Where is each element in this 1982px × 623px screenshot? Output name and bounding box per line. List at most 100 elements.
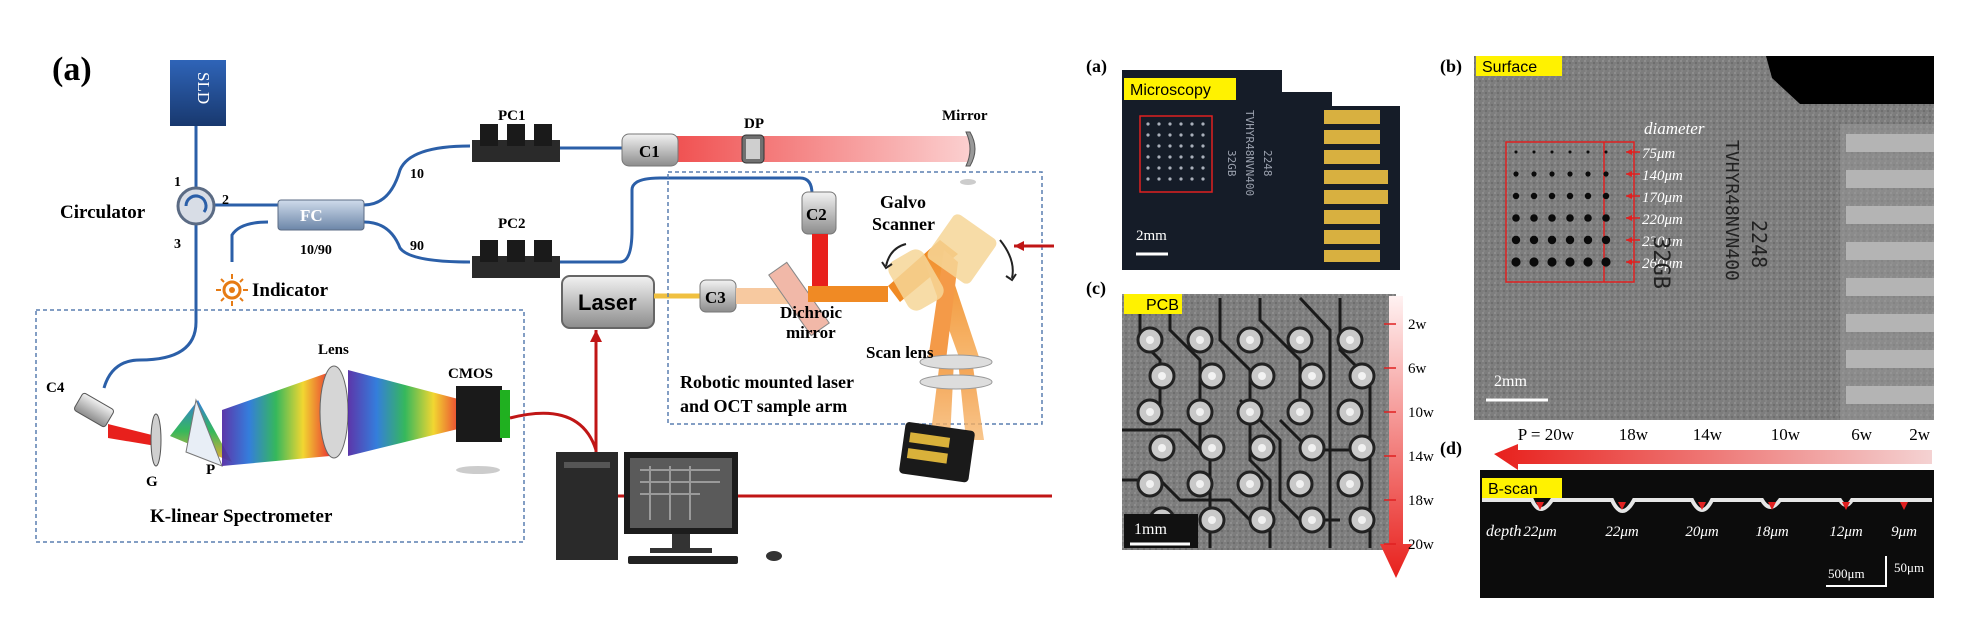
pcb-pad-center bbox=[1308, 372, 1316, 380]
micro-dot bbox=[1190, 177, 1194, 181]
indicator: Indicator bbox=[216, 274, 329, 306]
surface-dot bbox=[1547, 235, 1557, 245]
micro-dot bbox=[1179, 144, 1183, 148]
p-label: P bbox=[206, 462, 215, 478]
diameter-pointer-head bbox=[1626, 237, 1632, 243]
surface-dot bbox=[1529, 257, 1539, 267]
sd-card-sample bbox=[899, 422, 975, 483]
depth-marker bbox=[1900, 502, 1908, 510]
pcb-pads bbox=[1136, 326, 1376, 534]
pcb-tag: PCB bbox=[1146, 297, 1179, 314]
diameter-label: 170μm bbox=[1642, 190, 1683, 206]
pc1-label: PC1 bbox=[498, 108, 526, 124]
dichroic-line2: mirror bbox=[786, 323, 836, 342]
surface-dot bbox=[1548, 214, 1556, 222]
diameter-pointer-head bbox=[1626, 171, 1632, 177]
micro-dot bbox=[1157, 177, 1161, 181]
port-3: 3 bbox=[174, 237, 181, 252]
micro-dot bbox=[1190, 122, 1194, 126]
pcb-tick-label: 2w bbox=[1408, 317, 1427, 333]
port-2: 2 bbox=[222, 193, 229, 208]
diameter-label: 260μm bbox=[1642, 256, 1683, 272]
scan-lens-label: Scan lens bbox=[866, 343, 934, 362]
diameter-pointer-head bbox=[1626, 215, 1632, 221]
depth-label: 22μm bbox=[1523, 524, 1557, 540]
micro-dot bbox=[1190, 144, 1194, 148]
mirror-label: Mirror bbox=[942, 108, 988, 124]
pc1: PC1 bbox=[472, 108, 560, 162]
pcb-pad-center bbox=[1296, 336, 1304, 344]
microscopy-panel: (a) 2248 TVHYR48NVN400 32GB Microscopy 2… bbox=[1086, 56, 1400, 270]
sample-arm-box bbox=[667, 171, 1043, 425]
diameter-label: 220μm bbox=[1642, 212, 1683, 228]
surface-dot bbox=[1603, 171, 1609, 177]
micro-dot bbox=[1201, 166, 1205, 170]
pcb-tick-label: 6w bbox=[1408, 361, 1427, 377]
arm-90-label: 90 bbox=[410, 239, 424, 254]
diameter-label: 140μm bbox=[1642, 168, 1683, 184]
pcb-pad-center bbox=[1158, 444, 1166, 452]
surface-dot bbox=[1602, 214, 1610, 222]
surface-scale-text: 2mm bbox=[1494, 373, 1527, 390]
micro-dot bbox=[1168, 155, 1172, 159]
pcb-pad-center bbox=[1258, 444, 1266, 452]
surface-dot bbox=[1530, 214, 1538, 222]
surface-dot bbox=[1511, 235, 1521, 245]
bscan-scale-y: 50μm bbox=[1894, 560, 1924, 575]
micro-dot bbox=[1146, 177, 1150, 181]
surface-dot bbox=[1583, 235, 1593, 245]
micro-chip-text3: 32GB bbox=[1225, 150, 1238, 177]
dichroic-label: Dichroic mirror bbox=[780, 303, 846, 342]
galvo-line2: Scanner bbox=[872, 214, 935, 234]
robot-line1: Robotic mounted laser bbox=[680, 372, 854, 392]
pcb-pad-center bbox=[1208, 444, 1216, 452]
pcb-scale-text: 1mm bbox=[1134, 521, 1167, 538]
surface-dot bbox=[1547, 257, 1557, 267]
surface-dot bbox=[1529, 235, 1539, 245]
surface-dot bbox=[1549, 171, 1555, 177]
micro-dot bbox=[1190, 133, 1194, 137]
panel-a-label: (a) bbox=[52, 51, 92, 88]
surface-label: (b) bbox=[1440, 56, 1462, 77]
fiber-paths bbox=[102, 126, 814, 389]
micro-dot bbox=[1179, 166, 1183, 170]
micro-dot bbox=[1179, 122, 1183, 126]
depth-marker bbox=[1842, 502, 1850, 510]
c3-label: C3 bbox=[705, 288, 726, 307]
micro-dot bbox=[1157, 133, 1161, 137]
pcb-pad-center bbox=[1146, 336, 1154, 344]
micro-dot bbox=[1146, 133, 1150, 137]
galvo-label: Galvo Scanner bbox=[872, 192, 935, 234]
lens-label: Lens bbox=[318, 342, 349, 358]
micro-roi bbox=[1139, 115, 1213, 193]
surface-dot bbox=[1604, 150, 1608, 154]
micro-dot bbox=[1157, 144, 1161, 148]
micro-dot bbox=[1146, 122, 1150, 126]
surface-chip-text3: 32GB bbox=[1648, 236, 1673, 289]
pcb-pad-center bbox=[1258, 372, 1266, 380]
pcb-pad-center bbox=[1196, 336, 1204, 344]
pc2-label: PC2 bbox=[498, 216, 526, 232]
micro-dot bbox=[1201, 177, 1205, 181]
micro-dot bbox=[1157, 122, 1161, 126]
surface-dot bbox=[1566, 214, 1574, 222]
c1-label: C1 bbox=[639, 142, 660, 161]
surface-dot bbox=[1550, 150, 1554, 154]
diameter-pointer-head bbox=[1626, 193, 1632, 199]
power-label: 6w bbox=[1851, 425, 1873, 444]
surface-dot bbox=[1568, 150, 1572, 154]
micro-dot bbox=[1146, 155, 1150, 159]
pcb-pad-center bbox=[1208, 372, 1216, 380]
surface-tag: Surface bbox=[1482, 59, 1537, 76]
port-1: 1 bbox=[174, 175, 181, 190]
micro-scale-text: 2mm bbox=[1136, 228, 1167, 244]
micro-dot bbox=[1179, 155, 1183, 159]
surface-dot bbox=[1584, 192, 1592, 200]
depth-marker bbox=[1536, 502, 1544, 510]
surface-roi bbox=[1505, 141, 1635, 283]
micro-label: (a) bbox=[1086, 56, 1107, 77]
micro-dot bbox=[1179, 177, 1183, 181]
micro-dot bbox=[1190, 166, 1194, 170]
